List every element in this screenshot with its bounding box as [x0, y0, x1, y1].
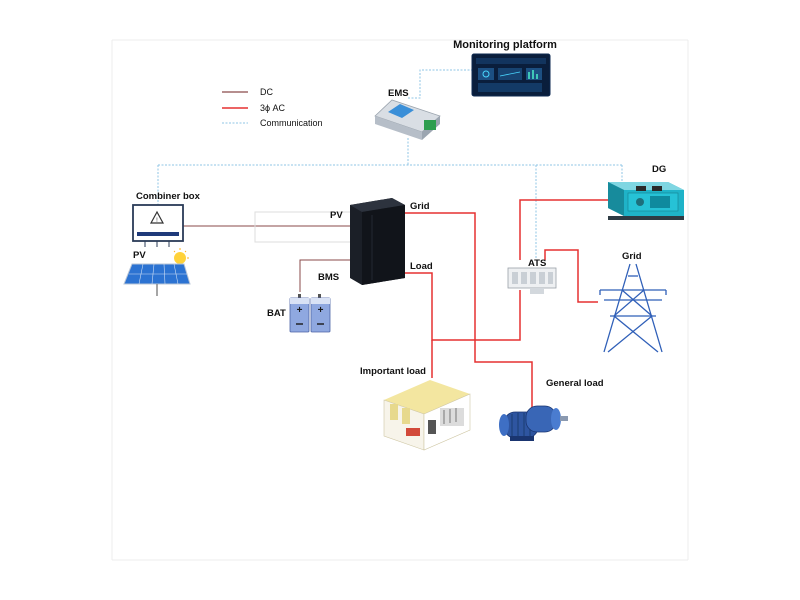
- pv-bms-guide-lines: [254, 211, 350, 243]
- ems-label: EMS: [388, 88, 409, 99]
- legend-comm-label: Communication: [260, 118, 323, 128]
- solar-panel-icon: [123, 248, 191, 296]
- grid-tower-label: Grid: [622, 251, 642, 262]
- diesel-generator-icon: [608, 182, 684, 220]
- ats-switch-icon: [507, 267, 557, 294]
- load-line-label: Load: [410, 261, 433, 272]
- general-load-label: General load: [546, 378, 604, 389]
- monitor-screen-icon: [471, 53, 551, 97]
- frame: [111, 39, 689, 561]
- important-load-label: Important load: [360, 366, 426, 377]
- battery-icon: + +: [289, 294, 331, 333]
- svg-text:+: +: [318, 305, 324, 316]
- motor-icon: [499, 405, 568, 441]
- legend-dc-label: DC: [260, 87, 273, 97]
- ems-controller-icon: [374, 99, 441, 140]
- svg-text:!: !: [156, 218, 158, 224]
- dc-lines: [183, 225, 350, 292]
- grid-line-label: Grid: [410, 201, 430, 212]
- ac-lines: [405, 199, 608, 410]
- bms-label: BMS: [318, 272, 339, 283]
- pv-line-label: PV: [330, 210, 343, 221]
- pv-panel-label: PV: [133, 250, 146, 261]
- power-tower-icon: [599, 263, 667, 353]
- combiner-box-label: Combiner box: [136, 191, 201, 202]
- combiner-box-icon: !: [132, 204, 184, 247]
- dg-label: DG: [652, 164, 666, 175]
- sun-icon: [174, 252, 186, 264]
- legend-ac-label: 3ϕ AC: [260, 103, 286, 113]
- monitoring-platform-title: Monitoring platform: [453, 39, 557, 51]
- bat-label: BAT: [267, 308, 286, 319]
- important-load-room-icon: [383, 380, 471, 451]
- svg-text:+: +: [297, 305, 303, 316]
- communication-lines: [157, 69, 623, 260]
- ats-label: ATS: [528, 258, 546, 269]
- legend: DC 3ϕ AC Communication: [222, 87, 323, 128]
- inverter-cabinet-icon: [350, 198, 405, 285]
